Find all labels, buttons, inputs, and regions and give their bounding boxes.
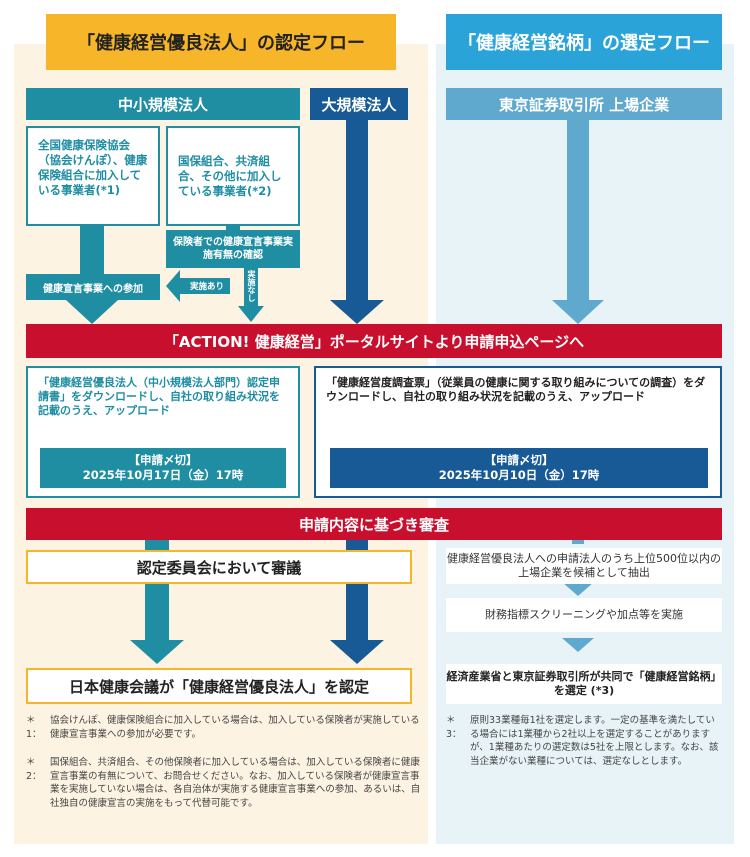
tse-arrow-shaft <box>567 120 589 302</box>
sme-application-text: 「健康経営優良法人（中小規模法人部門）認定申請書」をダウンロードし、自社の取り組… <box>38 376 280 417</box>
sme-box-kokuho: 国保組合、共済組合、その他に加入している事業者(*2) <box>166 126 300 226</box>
large-deadline: 【申請〆切】 2025年10月10日（金）17時 <box>330 448 708 488</box>
tse-header: 東京証券取引所 上場企業 <box>446 88 722 120</box>
right-flow-title: 「健康経営銘柄」の選定フロー <box>446 14 722 70</box>
brand-step-selection: 経済産業省と東京証券取引所が共同で「健康経営銘柄」を選定 (*3) <box>446 664 722 704</box>
large-arrow-head <box>330 300 384 324</box>
yes-label: 実施あり <box>189 282 224 292</box>
sme-deadline-date: 2025年10月17日（金）17時 <box>82 468 244 482</box>
review-sme-arrow-shaft <box>145 530 169 642</box>
note-1-text: 協会けんぽ、健康保険組合に加入している場合は、加入している保険者が実施している健… <box>50 715 420 740</box>
large-application-text: 「健康経営度調査票」（従業員の健康に関する取り組みについての調査）をダウンロード… <box>326 376 706 403</box>
brand-step-screening: 財務指標スクリーニングや加点等を実施 <box>446 598 722 632</box>
yes-arrow-shaft <box>180 278 230 294</box>
sme-deadline-label: 【申請〆切】 <box>128 453 198 467</box>
large-arrow-shaft <box>346 120 368 302</box>
health-declaration-participation: 健康宣言事業への参加 <box>26 274 160 300</box>
note-2-mark: ＊2： <box>26 757 42 782</box>
brand-arrow-head-1 <box>562 582 594 596</box>
sme-header: 中小規模法人 <box>26 88 300 120</box>
no-label: 実施なし <box>247 270 256 302</box>
sme-box-kyokai: 全国健康保険協会（協会けんぽ）、健康保険組合に加入している事業者(*1) <box>26 126 160 226</box>
committee-review-box: 認定委員会において審議 <box>26 550 412 584</box>
review-large-arrow-shaft <box>346 530 368 642</box>
tse-arrow-head <box>552 300 604 324</box>
brand-step-candidate-extraction: 健康経営優良法人への申請法人のうち上位500位以内の上場企業を候補として抽出 <box>446 548 722 584</box>
large-deadline-date: 2025年10月10日（金）17時 <box>438 468 600 482</box>
note-3: ＊3： 原則33業種毎1社を選定します。一定の基準を満たしている場合には1業種か… <box>446 714 722 768</box>
review-bar: 申請内容に基づき審査 <box>26 508 722 540</box>
note-1-mark: ＊1： <box>26 715 42 740</box>
note-3-mark: ＊3： <box>446 715 462 740</box>
note-3-text: 原則33業種毎1社を選定します。一定の基準を満たしている場合には1業種から2社以… <box>470 715 719 767</box>
sme-deadline: 【申請〆切】 2025年10月17日（金）17時 <box>40 448 286 488</box>
note-2: ＊2： 国保組合、共済組合、その他保険者に加入している場合は、加入している保険者… <box>26 756 422 810</box>
review-large-arrow-head <box>330 640 384 664</box>
left-flow-title: 「健康経営優良法人」の認定フロー <box>46 14 396 70</box>
no-arrow-shaft <box>244 268 258 308</box>
large-deadline-label: 【申請〆切】 <box>484 453 554 467</box>
action-portal-bar: 「ACTION! 健康経営」ポータルサイトより申請申込ページへ <box>26 324 722 358</box>
note-1: ＊1： 協会けんぽ、健康保険組合に加入している場合は、加入している保険者が実施し… <box>26 714 422 741</box>
insurer-check-box: 保険者での健康宣言事業実施有無の確認 <box>166 230 300 268</box>
note-2-text: 国保組合、共済組合、その他保険者に加入している場合は、加入している保険者に健康宣… <box>50 757 421 809</box>
brand-arrow-head-2 <box>562 638 594 652</box>
sme-arrow-head <box>66 300 118 324</box>
certification-box: 日本健康会議が「健康経営優良法人」を認定 <box>26 668 412 704</box>
review-sme-arrow-head <box>130 640 184 664</box>
yes-arrow-head <box>166 270 180 302</box>
large-header: 大規模法人 <box>310 88 408 120</box>
no-arrow-head <box>238 306 264 322</box>
